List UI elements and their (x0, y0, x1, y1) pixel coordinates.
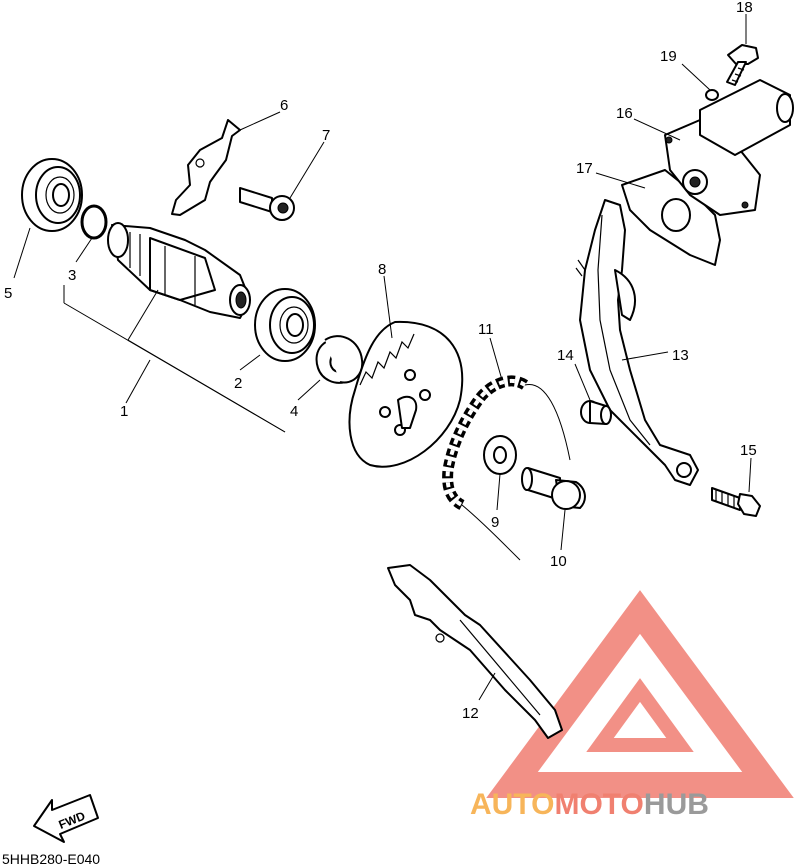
callout-8: 8 (378, 261, 386, 278)
callout-10: 10 (550, 553, 567, 570)
tensioner-assy-16 (664, 79, 794, 216)
callout-15: 15 (740, 442, 757, 459)
bolt-15 (711, 487, 761, 517)
callout-19: 19 (660, 48, 677, 65)
washer-19 (705, 89, 719, 101)
watermark-hub: HUB (644, 788, 709, 821)
fwd-arrow-icon: FWD (33, 794, 99, 843)
callout-1: 1 (120, 403, 128, 420)
callout-5: 5 (4, 285, 12, 302)
callout-14: 14 (557, 347, 574, 364)
washer-9 (483, 435, 517, 475)
watermark-auto: AUTO (470, 788, 554, 821)
chain-guide-12 (387, 564, 563, 739)
watermark-moto: MOTO (554, 788, 643, 821)
watermark-logo-triangle (486, 590, 794, 798)
callout-6: 6 (280, 97, 288, 114)
callout-labels: 1 2 3 4 5 6 7 8 9 10 11 12 13 14 15 16 1… (4, 0, 757, 722)
collar-14 (580, 400, 612, 425)
leader-lines (13, 14, 752, 701)
callout-7: 7 (322, 127, 330, 144)
cam-sprocket-8 (348, 320, 464, 468)
lever-6 (171, 119, 241, 216)
bolt-18 (726, 44, 759, 86)
callout-12: 12 (462, 705, 479, 722)
callout-18: 18 (736, 0, 753, 16)
bearing-2 (254, 288, 316, 362)
watermark-text: AUTOMOTOHUB (470, 788, 709, 821)
callout-9: 9 (491, 514, 499, 531)
callout-11: 11 (478, 321, 494, 338)
bearing-5 (21, 158, 83, 232)
bolt-10 (521, 467, 586, 510)
retainer-4 (315, 335, 364, 384)
bolt-7 (239, 187, 295, 221)
callout-3: 3 (68, 267, 76, 284)
callout-16: 16 (616, 105, 633, 122)
o-ring-3 (80, 204, 108, 240)
callout-17: 17 (576, 160, 593, 177)
camshaft (107, 222, 251, 319)
tensioner-arm-13 (575, 199, 699, 486)
timing-chain-11 (442, 375, 571, 561)
callout-13: 13 (672, 347, 689, 364)
gasket-17 (621, 169, 721, 266)
callout-4: 4 (290, 403, 298, 420)
diagram-code: 5HHB280-E040 (2, 851, 100, 867)
callout-2: 2 (234, 375, 242, 392)
